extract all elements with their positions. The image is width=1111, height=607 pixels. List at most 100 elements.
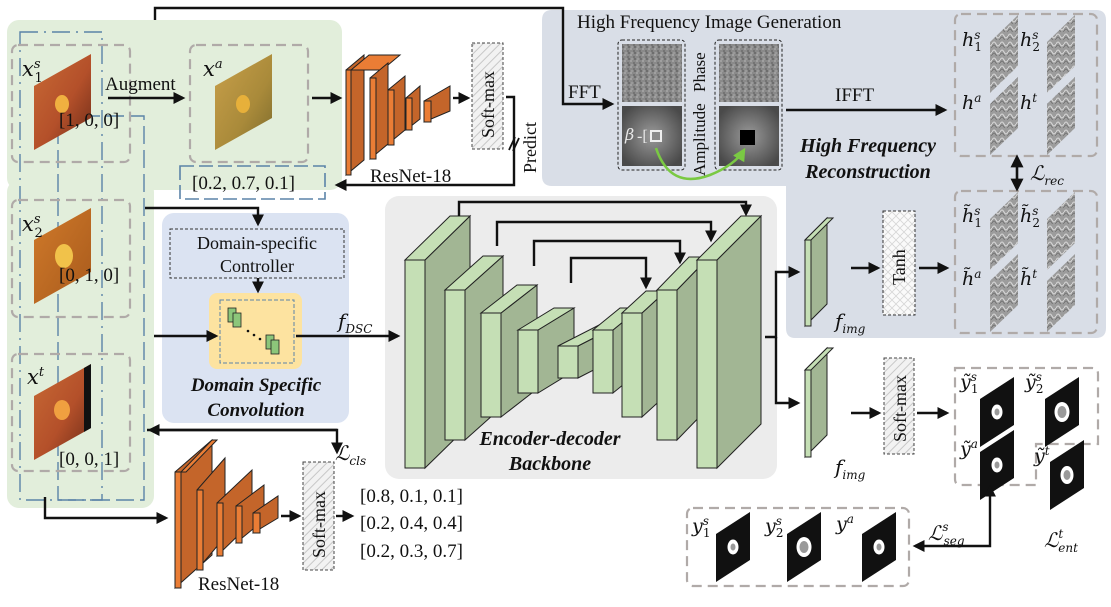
high-frequency-image bbox=[990, 77, 1018, 155]
skip-connection bbox=[532, 239, 686, 266]
tanh-box bbox=[882, 210, 916, 316]
lrec-label: ℒrec bbox=[1030, 161, 1064, 188]
seg-pred-group-frame bbox=[953, 366, 1100, 487]
x1s-onehot: [1, 0, 0] bbox=[59, 110, 119, 131]
skip-connection bbox=[495, 220, 717, 246]
amplitude-label: Amplitude bbox=[690, 103, 709, 176]
fimg-layer-reconstruction bbox=[803, 216, 835, 328]
top-resnet18 bbox=[345, 53, 451, 177]
predict-stop-mark-2 bbox=[512, 137, 520, 152]
seg-softmax-box bbox=[883, 357, 915, 455]
xt-optic-disc bbox=[54, 400, 70, 420]
high-frequency-image bbox=[1047, 15, 1075, 93]
ha-pred-label: h̃a bbox=[962, 267, 981, 290]
high-frequency-image bbox=[1047, 192, 1075, 270]
xt-frame bbox=[10, 352, 132, 473]
top-fft-line bbox=[153, 6, 615, 110]
spectrum-panel-left bbox=[617, 39, 686, 171]
ifft-label: IFFT bbox=[835, 85, 874, 106]
xa-optic-disc bbox=[236, 95, 250, 113]
xt-label: xt bbox=[27, 365, 45, 389]
xa-prediction-box bbox=[179, 165, 326, 200]
skip-connection bbox=[457, 200, 752, 217]
dsc-core bbox=[209, 293, 302, 369]
hf-pred-group-frame bbox=[953, 189, 1099, 335]
top-softmax-box bbox=[471, 42, 504, 150]
backbone-out-branch bbox=[765, 266, 801, 339]
predict-stop-mark-1 bbox=[508, 136, 516, 151]
fimg-layer-segmentation bbox=[803, 346, 835, 459]
cls-output-3: [0.2, 0.3, 0.7] bbox=[360, 541, 463, 562]
controller-label-line2: Controller bbox=[220, 256, 294, 276]
xa-prediction: [0.2, 0.7, 0.1] bbox=[192, 173, 295, 194]
tanh-label: Tanh bbox=[889, 249, 909, 285]
x2s-onehot: [0, 1, 0] bbox=[59, 265, 119, 286]
cls-output-2: [0.2, 0.4, 0.4] bbox=[360, 513, 463, 534]
segmentation-mask bbox=[1050, 440, 1084, 510]
dsc-title-line2: Convolution bbox=[207, 400, 304, 421]
xt-black-border bbox=[84, 364, 91, 432]
lcls-arrow bbox=[147, 428, 343, 455]
segmentation-mask bbox=[787, 512, 821, 582]
bottom-resnet-label: ResNet-18 bbox=[198, 574, 279, 595]
spectrum-panel-right bbox=[714, 39, 783, 171]
high-frequency-image bbox=[990, 15, 1018, 93]
xa-label: xa bbox=[203, 57, 223, 81]
beta-label: β bbox=[624, 125, 634, 144]
high-frequency-image bbox=[1047, 254, 1075, 332]
segmentation-mask bbox=[716, 512, 750, 582]
x1s-frame bbox=[10, 43, 132, 164]
lseg-arrow bbox=[912, 484, 996, 552]
high-frequency-image bbox=[1047, 77, 1075, 155]
backbone-layer bbox=[695, 214, 763, 470]
bottom-input-arrow bbox=[43, 497, 169, 524]
gt-masks bbox=[716, 512, 896, 582]
fft-label: FFT bbox=[568, 82, 601, 103]
ht-pred-label: h̃t bbox=[1020, 267, 1037, 290]
backbone-title-line1: Encoder-decoder bbox=[478, 428, 620, 450]
controller-label-line1: Domain-specific bbox=[197, 233, 317, 253]
hfr-title-line2: Reconstruction bbox=[804, 161, 931, 183]
top-softmax-label: Soft-max bbox=[478, 71, 498, 138]
backbone-to-seg-arrow bbox=[774, 337, 801, 409]
high-frequency-image bbox=[990, 254, 1018, 332]
swap-green-arrow bbox=[654, 147, 746, 181]
ya-gt-label: ya bbox=[835, 512, 854, 535]
hfr-title-line1: High Frequency bbox=[799, 135, 936, 157]
fdsc-label: fDSC bbox=[336, 309, 372, 336]
masked-low-frequency-box bbox=[740, 130, 755, 145]
x2s-frame bbox=[10, 198, 132, 319]
beta-bracket: -[ bbox=[637, 128, 648, 145]
x2s-optic-disc bbox=[55, 244, 73, 268]
dsc-kernel-1b bbox=[232, 312, 242, 328]
seg-softmax-label: Soft-max bbox=[890, 375, 910, 442]
segmentation-mask bbox=[980, 377, 1014, 447]
hf-target-group-frame bbox=[953, 12, 1099, 158]
controller-input-arrow bbox=[145, 206, 264, 227]
segmentation-mask bbox=[862, 512, 896, 582]
bottom-resnet18 bbox=[174, 438, 279, 590]
beta-region-box bbox=[650, 130, 662, 142]
hf-panel bbox=[542, 10, 1106, 338]
bottom-softmax-box bbox=[302, 461, 335, 571]
lcls-label: ℒcls bbox=[335, 441, 366, 468]
top-resnet-label: ResNet-18 bbox=[370, 166, 451, 187]
phase-noise-image-right bbox=[719, 44, 779, 102]
dsc-title-line1: Domain Specific bbox=[190, 375, 322, 396]
phase-label: Phase bbox=[690, 52, 709, 92]
target-domain-group-outline bbox=[57, 115, 145, 501]
ht-label: ht bbox=[1020, 91, 1037, 114]
bottom-softmax-label: Soft-max bbox=[309, 491, 329, 558]
segmentation-mask bbox=[980, 430, 1014, 500]
